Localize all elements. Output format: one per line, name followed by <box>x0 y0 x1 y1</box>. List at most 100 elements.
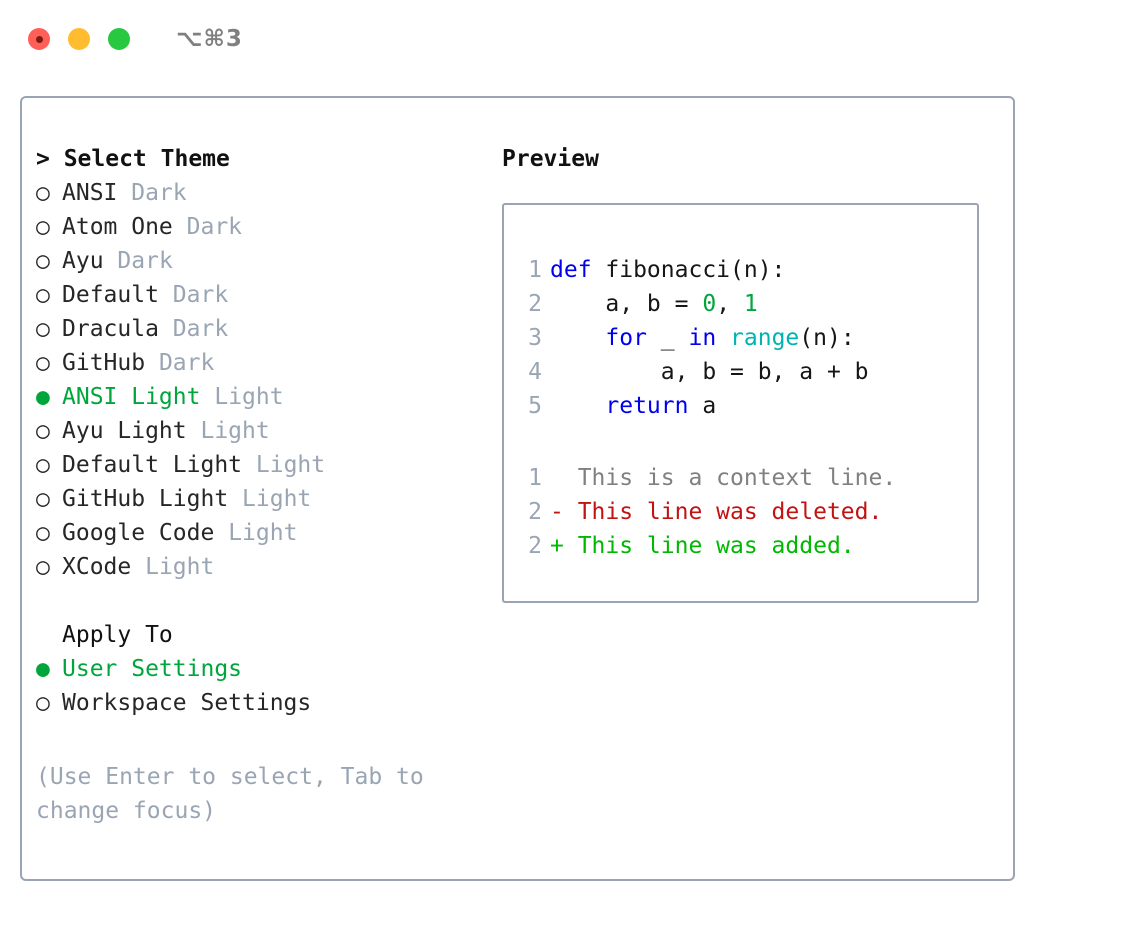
traffic-lights <box>28 28 130 50</box>
theme-name-label: Dracula <box>62 316 159 342</box>
diff-line: 1 This is a context line. <box>504 461 977 495</box>
theme-list-item[interactable]: ○Default Light Light <box>36 448 486 482</box>
radio-unselected-icon[interactable]: ○ <box>36 282 50 308</box>
radio-unselected-icon[interactable]: ○ <box>36 554 50 580</box>
apply-to-heading: Apply To <box>62 622 173 648</box>
diff-text: This is a context line. <box>550 465 897 491</box>
theme-list[interactable]: ○ANSI Dark○Atom One Dark○Ayu Dark○Defaul… <box>36 176 486 584</box>
theme-variant-label: Dark <box>117 248 173 274</box>
code-token: a, b = <box>550 291 703 317</box>
close-button[interactable] <box>28 28 50 50</box>
radio-unselected-icon[interactable]: ○ <box>36 248 50 274</box>
code-line: 2 a, b = 0, 1 <box>504 287 977 321</box>
theme-name-label: GitHub <box>62 350 146 376</box>
theme-name-label: Google Code <box>62 520 215 546</box>
code-text: def fibonacci(n): <box>550 253 785 287</box>
theme-variant-label: Light <box>228 520 298 546</box>
code-token: 1 <box>743 291 758 317</box>
window-titlebar: ⌥⌘3 <box>0 0 1140 78</box>
apply-to-item[interactable]: ● User Settings <box>36 652 486 686</box>
preview-heading: Preview <box>502 146 599 172</box>
theme-variant-label: Dark <box>131 180 187 206</box>
code-token: _ <box>646 325 689 351</box>
apply-to-item[interactable]: ○ Workspace Settings <box>36 686 486 720</box>
radio-unselected-icon[interactable]: ○ <box>36 180 50 206</box>
radio-unselected-icon[interactable]: ○ <box>36 214 50 240</box>
theme-list-item[interactable]: ○ ANSI Dark <box>36 176 486 210</box>
theme-variant-label: Light <box>145 554 215 580</box>
radio-unselected-icon[interactable]: ○ <box>36 452 50 478</box>
radio-unselected-icon[interactable]: ○ <box>36 690 50 716</box>
code-token: return <box>605 393 689 419</box>
code-text: a, b = 0, 1 <box>550 287 758 321</box>
theme-list-item[interactable]: ○ Default Dark <box>36 278 486 312</box>
code-token <box>550 325 605 351</box>
radio-selected-icon[interactable]: ● <box>36 384 50 410</box>
select-theme-heading: > Select Theme <box>36 146 230 172</box>
line-number: 1 <box>528 257 542 283</box>
code-diff-spacer <box>504 423 977 461</box>
line-number: 5 <box>528 393 542 419</box>
code-token: a <box>688 393 717 419</box>
code-text: a, b = b, a + b <box>550 355 869 389</box>
apply-to-label: User Settings <box>62 656 243 682</box>
keyboard-shortcut-label: ⌥⌘3 <box>176 26 243 52</box>
radio-unselected-icon[interactable]: ○ <box>36 350 50 376</box>
theme-variant-label: Dark <box>172 282 229 308</box>
code-line: 5 return a <box>504 389 977 423</box>
line-number: 2 <box>528 499 542 525</box>
theme-variant-label: Light <box>200 418 270 444</box>
list-spacer <box>36 584 486 618</box>
line-number: 2 <box>528 533 542 559</box>
code-token: (n): <box>799 325 855 351</box>
theme-list-item[interactable]: ○ Dracula Dark <box>36 312 486 346</box>
theme-list-item[interactable]: ○ Google Code Light <box>36 516 486 550</box>
theme-list-item[interactable]: ○GitHub Dark <box>36 346 486 380</box>
apply-to-label: Workspace Settings <box>62 690 312 716</box>
theme-name-label: Ayu Light <box>62 418 187 444</box>
theme-list-item[interactable]: ○ Ayu Light Light <box>36 414 486 448</box>
theme-list-item[interactable]: ○ Ayu Dark <box>36 244 486 278</box>
line-number: 2 <box>528 291 542 317</box>
theme-list-item[interactable]: ○XCode Light <box>36 550 486 584</box>
keyboard-hint-text: (Use Enter to select, Tab to change focu… <box>36 764 438 824</box>
theme-list-item[interactable]: ●ANSI Light Light <box>36 380 486 414</box>
diff-sample: 1 This is a context line.2- This line wa… <box>504 461 977 563</box>
line-number: 1 <box>528 465 542 491</box>
code-token <box>716 325 730 351</box>
theme-name-label: ANSI <box>62 180 118 206</box>
radio-unselected-icon[interactable]: ○ <box>36 520 50 546</box>
radio-unselected-icon[interactable]: ○ <box>36 418 50 444</box>
theme-variant-label: Dark <box>186 214 243 240</box>
theme-name-label: Default <box>62 282 159 308</box>
radio-unselected-icon[interactable]: ○ <box>36 316 50 342</box>
code-token: 0 <box>702 291 717 317</box>
diff-text: + This line was added. <box>550 533 855 559</box>
theme-list-item[interactable]: ○ Atom One Dark <box>36 210 486 244</box>
code-line: 4 a, b = b, a + b <box>504 355 977 389</box>
maximize-button[interactable] <box>108 28 130 50</box>
radio-selected-icon[interactable]: ● <box>36 656 50 682</box>
radio-unselected-icon[interactable]: ○ <box>36 486 50 512</box>
theme-variant-label: Dark <box>172 316 229 342</box>
theme-list-item[interactable]: ○GitHub Light Light <box>36 482 486 516</box>
minimize-button[interactable] <box>68 28 90 50</box>
theme-variant-label: Light <box>242 486 312 512</box>
code-token: in <box>688 325 717 351</box>
theme-name-label: Atom One <box>62 214 173 240</box>
code-text: for _ in range(n): <box>550 321 855 355</box>
diff-line: 2 + This line was added. <box>504 529 977 563</box>
theme-variant-label: Light <box>255 452 326 478</box>
code-line: 1 def fibonacci(n): <box>504 253 977 287</box>
code-line: 3 for _ in range(n): <box>504 321 977 355</box>
code-token: fibonacci(n): <box>605 257 786 283</box>
code-token: def <box>550 257 606 283</box>
apply-to-list[interactable]: ● User Settings ○ Workspace Settings <box>36 652 486 720</box>
line-number: 4 <box>528 359 542 385</box>
theme-name-label: Ayu <box>62 248 104 274</box>
theme-variant-label: Light <box>214 384 284 410</box>
